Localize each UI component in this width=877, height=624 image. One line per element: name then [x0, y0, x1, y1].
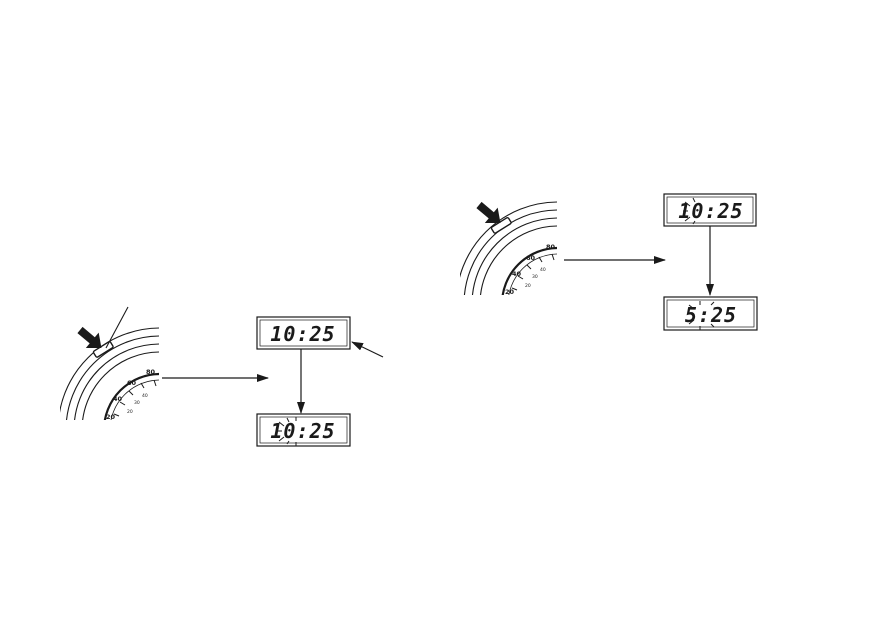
left-set-button[interactable]	[92, 341, 114, 358]
left-gauge-subtick-20: 20	[127, 409, 133, 415]
right-gauge-tick-60: 60	[526, 254, 536, 262]
left-display-top: 10:25	[256, 316, 351, 350]
left-display-callout-arrow	[351, 341, 384, 358]
left-gauge-subtick-40: 40	[142, 393, 148, 399]
right-press-arrow-icon	[476, 201, 501, 223]
left-gauge-tick-20: 20	[106, 413, 116, 421]
right-gauge-subtick-40: 40	[540, 267, 546, 273]
right-gauge-subtick-20: 20	[525, 283, 531, 289]
left-press-arrow-icon	[77, 326, 102, 348]
left-panel: 80 60 40 20 40 30 20 10:25 10	[60, 306, 384, 447]
left-gauge-tick-80: 80	[146, 368, 156, 376]
left-display-top-time: 10:25	[270, 322, 335, 346]
right-display-top: 10:25	[663, 193, 757, 227]
left-blink-rays-icon	[277, 417, 297, 446]
right-gauge-tick-20: 20	[505, 288, 515, 296]
right-gauge-subtick-30: 30	[532, 274, 538, 280]
right-bottom-blink-rays-icon	[687, 301, 715, 330]
right-gauge-tick-40: 40	[512, 270, 522, 278]
left-button-callout-line	[105, 306, 129, 349]
right-gauge-cluster: 80 60 40 20 40 30 20	[460, 201, 557, 296]
left-display-bottom: 10:25	[256, 413, 351, 447]
right-gauge-tick-80: 80	[546, 243, 556, 251]
left-gauge-subtick-30: 30	[134, 400, 140, 406]
right-panel: 80 60 40 20 40 30 20 10:25	[460, 193, 758, 331]
right-display-bottom: 5:25	[663, 296, 758, 331]
right-top-blink-rays-icon	[683, 197, 696, 225]
right-display-bottom-time: 5:25	[685, 303, 737, 327]
left-gauge-tick-60: 60	[127, 379, 137, 387]
left-gauge-tick-40: 40	[113, 395, 123, 403]
left-gauge-cluster: 80 60 40 20 40 30 20	[60, 327, 159, 421]
right-display-top-time: 10:25	[678, 199, 743, 223]
